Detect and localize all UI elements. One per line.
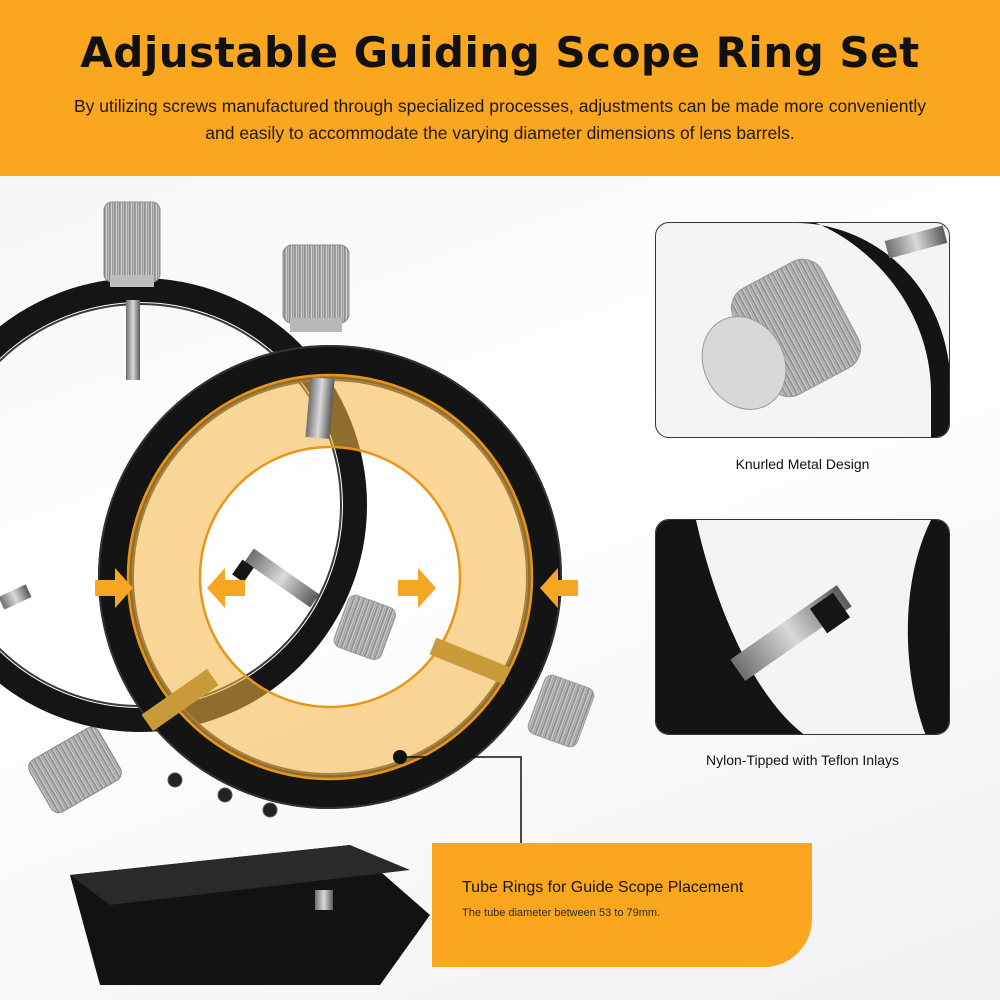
diameter-range-highlight: [126, 373, 534, 781]
nylon-tipped-screw-closeup-icon: [656, 520, 949, 734]
callout-description: The tube diameter between 53 to 79mm.: [462, 907, 661, 919]
product-illustration: [0, 201, 595, 985]
subtitle-line-1: By utilizing screws manufactured through…: [73, 96, 927, 116]
knurled-knob-closeup-icon: [701, 223, 949, 437]
feature-caption-nylon: Nylon-Tipped with Teflon Inlays: [706, 752, 899, 768]
mount-base: [70, 772, 430, 985]
feature-caption-knurled: Knurled Metal Design: [735, 456, 870, 472]
knurled-closeup-image: [655, 222, 950, 438]
page-subtitle: By utilizing screws manufactured through…: [20, 93, 980, 147]
subtitle-line-2: and easily to accommodate the varying di…: [205, 123, 795, 143]
knurled-knobs: [28, 244, 595, 814]
callout-title: Tube Rings for Guide Scope Placement: [462, 879, 744, 896]
adjustment-arrows: [95, 568, 578, 608]
inner-screws: [141, 377, 511, 732]
back-ring: [0, 201, 367, 732]
header-banner: Adjustable Guiding Scope Ring Set By uti…: [0, 0, 1000, 176]
callout-box: Tube Rings for Guide Scope Placement The…: [432, 843, 812, 967]
nylon-tip-closeup-image: [655, 519, 950, 735]
callout-leader: [393, 750, 522, 843]
page-title: Adjustable Guiding Scope Ring Set: [80, 28, 920, 77]
